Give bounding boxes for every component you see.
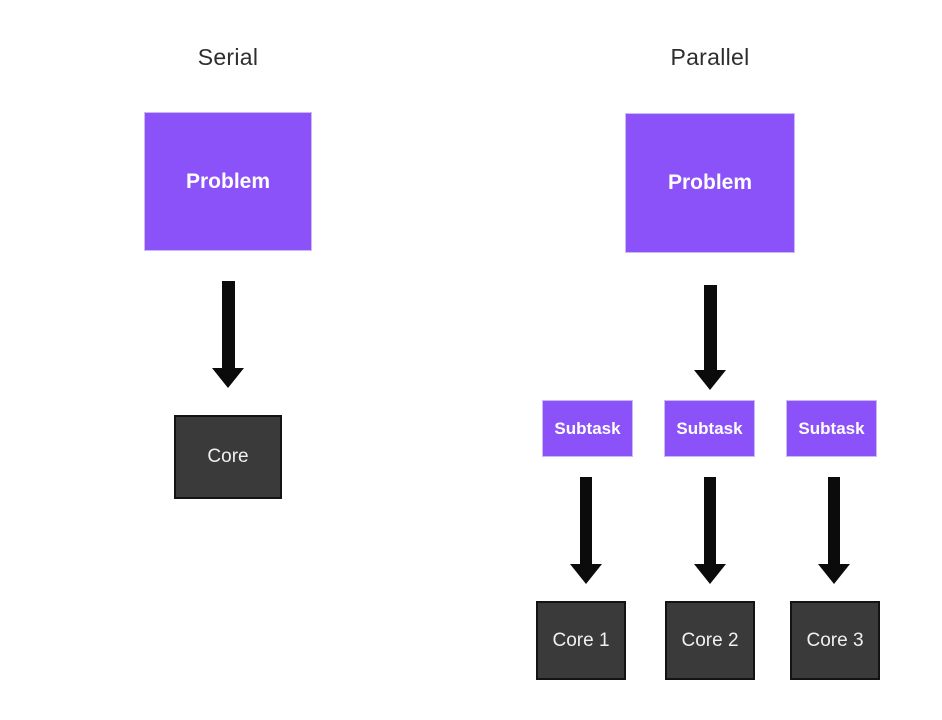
parallel-core-box-1: Core 1: [536, 601, 626, 680]
parallel-subtask-box-1: Subtask: [542, 400, 633, 457]
parallel-down-arrow-icon: [694, 285, 726, 390]
arrow-shaft: [828, 477, 840, 564]
serial-problem-box: Problem: [144, 112, 312, 251]
core-label: Core 1: [552, 629, 610, 651]
parallel-subtask-box-2: Subtask: [664, 400, 755, 457]
core-label: Core 3: [806, 629, 864, 651]
arrow-shaft: [703, 285, 717, 370]
arrow-head: [694, 370, 726, 390]
serial-title: Serial: [197, 44, 259, 70]
serial-core-label: Core: [207, 446, 249, 467]
subtask-label: Subtask: [798, 418, 865, 438]
parallel-subtask-box-3: Subtask: [786, 400, 877, 457]
parallel-core-box-2: Core 2: [665, 601, 755, 680]
subtask-down-arrow-icon-1: [570, 477, 602, 584]
parallel-core-box-3: Core 3: [790, 601, 880, 680]
parallel-problem-box: Problem: [625, 113, 795, 253]
subtask-label: Subtask: [676, 418, 743, 438]
arrow-shaft: [704, 477, 716, 564]
serial-problem-label: Problem: [185, 169, 271, 193]
serial-core-box: Core: [174, 415, 282, 499]
arrow-shaft: [221, 281, 235, 368]
parallel-problem-label: Problem: [667, 171, 753, 194]
subtask-down-arrow-icon-2: [694, 477, 726, 584]
arrow-head: [570, 564, 602, 584]
arrow-head: [212, 368, 244, 388]
arrow-shaft: [580, 477, 592, 564]
serial-down-arrow-icon: [212, 281, 244, 388]
arrow-head: [694, 564, 726, 584]
subtask-label: Subtask: [554, 418, 621, 438]
parallel-title: Parallel: [670, 44, 750, 70]
arrow-head: [818, 564, 850, 584]
subtask-down-arrow-icon-3: [818, 477, 850, 584]
core-label: Core 2: [681, 629, 739, 651]
